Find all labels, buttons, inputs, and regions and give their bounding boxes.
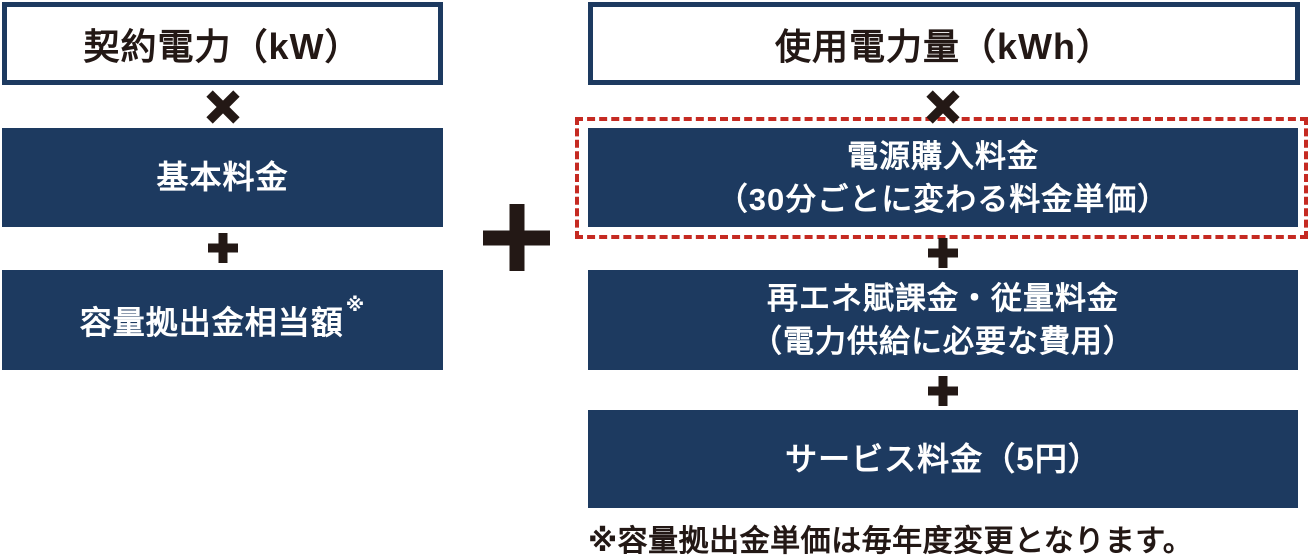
right-multiply-operator-row (588, 90, 1298, 124)
plus-icon (208, 233, 238, 263)
multiply-icon (926, 90, 960, 124)
capacity-contribution-footnote: ※容量拠出金単価は毎年度変更となります。 (588, 525, 1194, 556)
multiply-icon (206, 90, 240, 124)
renewable-levy-line1: 再エネ賦課金・従量料金 (767, 281, 1119, 316)
renewable-levy-line2: （電力供給に必要な費用） (751, 324, 1135, 359)
service-fee-box: サービス料金（5円） (588, 410, 1298, 508)
center-plus-icon (483, 204, 550, 271)
power-purchase-box: 電源購入料金 （30分ごとに変わる料金単価） (588, 128, 1298, 227)
basic-fee-box: 基本料金 (2, 128, 443, 227)
capacity-contribution-label: 容量拠出金相当額※ (80, 295, 366, 345)
usage-energy-header-label: 使用電力量（kWh） (775, 25, 1113, 67)
contract-power-header-box: 契約電力（kW） (2, 2, 443, 85)
renewable-levy-box: 再エネ賦課金・従量料金 （電力供給に必要な費用） (588, 270, 1298, 370)
contract-power-header-label: 契約電力（kW） (83, 25, 362, 67)
right-plus-operator-row-2 (588, 376, 1298, 406)
power-purchase-highlight-outline: 電源購入料金 （30分ごとに変わる料金単価） (575, 117, 1308, 239)
power-purchase-line1: 電源購入料金 (847, 138, 1039, 174)
capacity-contribution-text: 容量拠出金相当額 (79, 304, 344, 341)
capacity-contribution-box: 容量拠出金相当額※ (2, 270, 443, 370)
capacity-contribution-note-mark: ※ (345, 295, 366, 317)
plus-icon (928, 376, 958, 406)
usage-energy-header-box: 使用電力量（kWh） (588, 2, 1300, 85)
service-fee-label: サービス料金（5円） (785, 440, 1101, 477)
basic-fee-label: 基本料金 (156, 159, 289, 195)
power-purchase-line2: （30分ごとに変わる料金単価） (716, 181, 1170, 217)
left-multiply-operator-row (2, 90, 443, 124)
plus-icon (928, 238, 958, 268)
left-plus-operator-row (2, 233, 443, 263)
right-plus-operator-row-1 (588, 238, 1298, 268)
